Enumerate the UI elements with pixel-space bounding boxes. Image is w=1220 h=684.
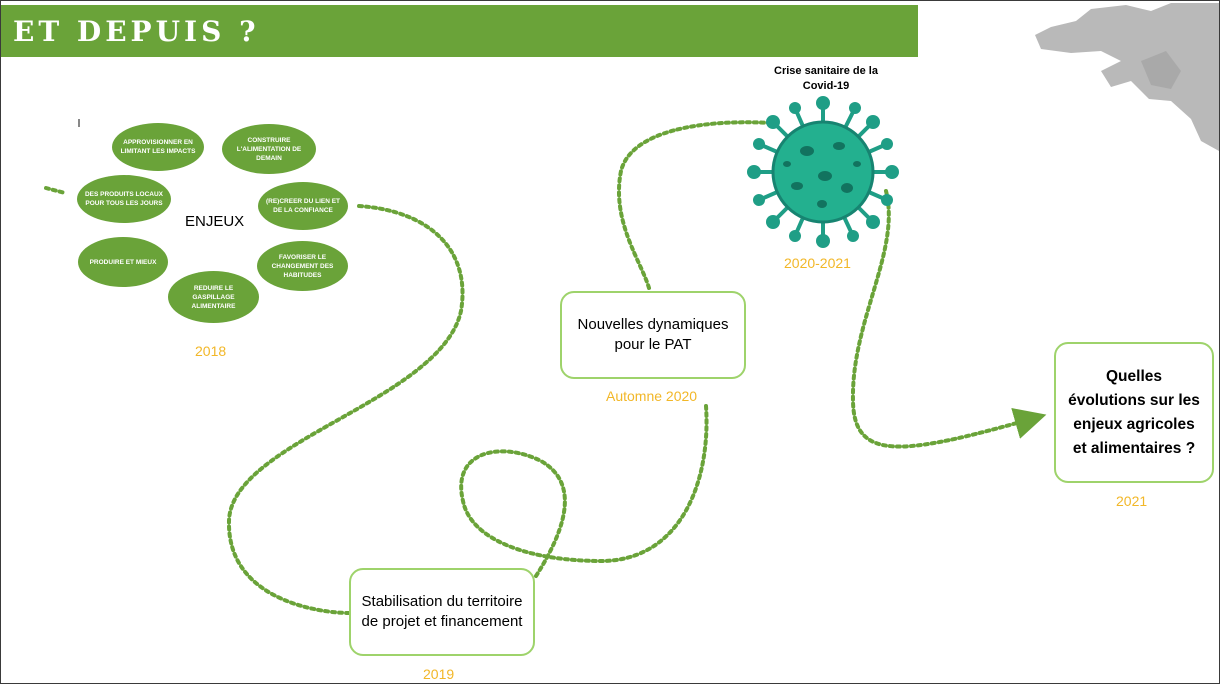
box-stabilisation-text: Stabilisation du territoire de projet et… [361,593,523,630]
enjeux-bubble-construire: CONSTRUIRE L'ALIMENTATION DE DEMAIN [222,124,316,174]
box-nouvelles-text: Nouvelles dynamiques pour le PAT [577,316,729,353]
stray-mark [78,119,80,127]
covid-caption: Crise sanitaire de la Covid-19 [774,65,878,92]
box-stabilisation: Stabilisation du territoire de projet et… [349,568,535,656]
enjeux-bubble-produire: PRODUIRE ET MIEUX [78,237,168,287]
box-nouvelles-dynamiques: Nouvelles dynamiques pour le PAT [560,291,746,379]
box-quelles-evolutions: Quelles évolutions sur les enjeux agrico… [1054,342,1214,483]
enjeux-bubble-favoriser: FAVORISER LE CHANGEMENT DES HABITUDES [257,241,348,291]
map-decoration [1035,3,1219,151]
year-2018: 2018 [195,343,227,359]
enjeux-bubble-approvisionner: APPROVISIONNER EN LIMITANT LES IMPACTS [112,123,204,171]
year-2021: 2021 [1116,493,1148,509]
year-2020-2021: 2020-2021 [784,255,851,271]
enjeux-bubble-reduire: REDUIRE LE GASPILLAGE ALIMENTAIRE [168,271,259,323]
page-title: ET DEPUIS ? [13,15,260,48]
box-quelles-text: Quelles évolutions sur les enjeux agrico… [1068,367,1200,457]
enjeux-bubble-recreer-lien: (RE)CREER DU LIEN ET DE LA CONFIANCE [258,182,348,230]
year-automne-2020: Automne 2020 [606,388,698,404]
year-2019: 2019 [423,666,455,682]
enjeux-bubble-produits-locaux: DES PRODUITS LOCAUX POUR TOUS LES JOURS [77,175,171,223]
title-bar: ET DEPUIS ? [1,5,918,57]
virus-icon [747,96,899,248]
enjeux-label: ENJEUX [185,213,245,230]
